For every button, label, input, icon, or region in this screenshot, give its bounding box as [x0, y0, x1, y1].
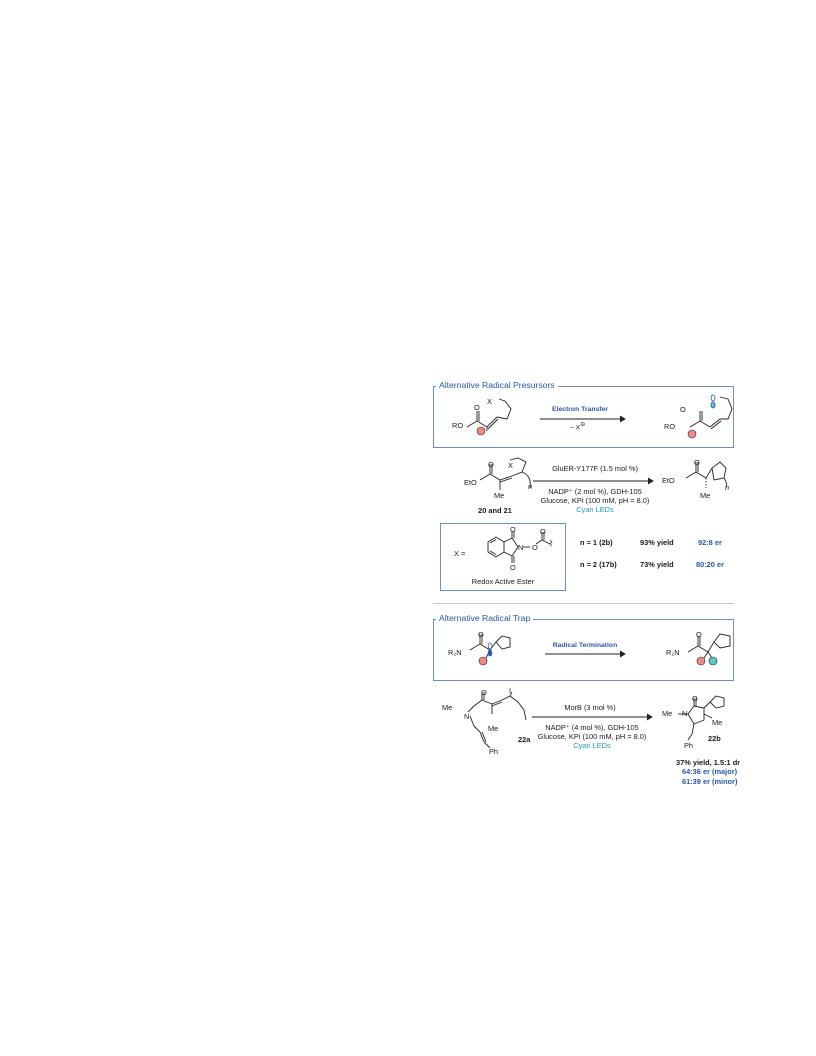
- electron-transfer-label: Electron Transfer: [552, 406, 608, 413]
- trap-orbital-top: [487, 642, 493, 650]
- result-row1-n: n = 1 (2b): [580, 538, 613, 547]
- radical-precursors-title: Alternative Radical Presursors: [436, 380, 558, 390]
- radical-trap-box: [433, 619, 734, 681]
- r2-sm-o: O: [481, 688, 487, 697]
- radical-termination-label: Radical Termination: [552, 642, 618, 649]
- trap-prod-o: O: [696, 630, 702, 639]
- sm1-x-label: X: [487, 397, 492, 406]
- r2-prod-ph: Ph: [684, 741, 694, 750]
- result-row1-er: 92:8 er: [698, 538, 722, 547]
- radical-precursors-box: [433, 386, 734, 448]
- prod1-ro-label: RO: [664, 422, 676, 431]
- sm1-o-label: O: [474, 403, 480, 412]
- r1-cond-line3: Glucose, KPi (100 mM, pH = 8.0): [540, 496, 650, 505]
- section-divider: [433, 603, 734, 604]
- r1-sm-o: O: [488, 460, 494, 469]
- redox-ester-box: [440, 523, 566, 591]
- r2-prod-n: N: [682, 709, 688, 718]
- r1-sm-n: n: [528, 482, 533, 491]
- r1-cond-line2: NADP⁺ (2 mol %), GDH-105: [548, 487, 642, 496]
- redox-caption: Redox Active Ester: [471, 577, 535, 586]
- reaction2-sm-structure: [467, 691, 527, 749]
- leaving-group-text: – X: [570, 424, 581, 432]
- leaving-group-charge: ⊖: [580, 422, 586, 428]
- result-row2-er: 80:20 er: [696, 560, 724, 569]
- redox-n: N: [518, 543, 524, 552]
- reaction1-sm-structure: [479, 457, 531, 490]
- r1-prod-me: Me: [700, 491, 711, 500]
- compound-label-20-21: 20 and 21: [478, 506, 512, 515]
- r1-catalyst: GluER-Y177F (1.5 mol %): [552, 464, 638, 473]
- r1-sm-me: Me: [494, 491, 505, 500]
- r1-prod-o: O: [694, 458, 700, 467]
- trap-orbital-bottom: [487, 649, 493, 657]
- trap-sm-r2n: R₂N: [448, 648, 462, 657]
- redox-o-link: O: [532, 543, 538, 552]
- precursor-sm-structure: [466, 398, 512, 436]
- r2-cond-light: Cyan LEDs: [573, 741, 611, 750]
- reaction-arrow-r2: [532, 713, 653, 721]
- radical-red-circle: [476, 426, 486, 436]
- reaction-arrow-1: [540, 415, 626, 423]
- redox-x-label: X =: [454, 549, 466, 558]
- leaving-group-label: – X⊖: [570, 421, 585, 432]
- compound-label-22a: 22a: [518, 735, 531, 744]
- r1-sm-x: X: [508, 461, 513, 470]
- reaction-arrow-2: [545, 650, 626, 658]
- precursor-product-structure: [687, 394, 733, 439]
- result-row2-n: n = 2 (17b): [580, 560, 617, 569]
- reaction1-product-structure: [685, 461, 728, 489]
- r2-cond-line2: NADP⁺ (4 mol %), GDH-105: [545, 723, 639, 732]
- reaction2-product-structure: [678, 695, 725, 741]
- sm1-ro-label: RO: [452, 421, 464, 430]
- trap-prod-r2n: R₂N: [666, 648, 680, 657]
- r2-prod-o: O: [692, 694, 698, 703]
- r2-catalyst: MorB (3 mol %): [564, 703, 616, 712]
- radical-trap-title: Alternative Radical Trap: [436, 613, 534, 623]
- r2-result-yield: 37% yield, 1.5:1 dr: [676, 758, 741, 767]
- r2-result-er-major: 64:36 er (major): [682, 767, 738, 776]
- r1-cond-light: Cyan LEDs: [576, 505, 614, 514]
- trap-sm-o: O: [478, 630, 484, 639]
- phthalimide-structure: [487, 531, 553, 563]
- r1-sm-eto: EtO: [464, 478, 477, 487]
- radical-teal-circle-trap-product: [708, 656, 718, 666]
- r2-sm-ph: Ph: [489, 747, 499, 756]
- r2-sm-me2: Me: [488, 724, 499, 733]
- r2-sm-i: I: [509, 686, 512, 695]
- r2-prod-me: Me: [662, 709, 673, 718]
- compound-label-22b: 22b: [708, 734, 721, 743]
- r2-result-er-minor: 61:39 er (minor): [682, 777, 738, 786]
- prod1-o-label: O: [680, 405, 686, 414]
- trap-sm-structure: [469, 634, 511, 666]
- redox-o-bottom: O: [510, 563, 516, 572]
- reaction-arrow-r1: [533, 477, 654, 485]
- radical-red-circle-product: [687, 429, 697, 439]
- result-row2-yield: 73% yield: [640, 560, 674, 569]
- orbital-lobe-bottom: [710, 401, 716, 409]
- redox-o-top: O: [510, 525, 516, 534]
- orbital-lobe-top: [710, 394, 716, 402]
- r2-sm-me: Me: [442, 703, 453, 712]
- r2-prod-me2: Me: [712, 718, 723, 727]
- r1-prod-eto: EtO: [662, 476, 675, 485]
- radical-red-circle-trap-product: [696, 656, 706, 666]
- redox-o-carbonyl: O: [540, 527, 546, 536]
- result-row1-yield: 93% yield: [640, 538, 674, 547]
- r2-cond-line3: Glucose, KPi (100 mM, pH = 8.0): [537, 732, 647, 741]
- trap-product-structure: [687, 633, 731, 666]
- r1-prod-n: n: [725, 483, 730, 492]
- r2-sm-n: N: [464, 712, 470, 721]
- radical-red-circle-trap: [478, 656, 488, 666]
